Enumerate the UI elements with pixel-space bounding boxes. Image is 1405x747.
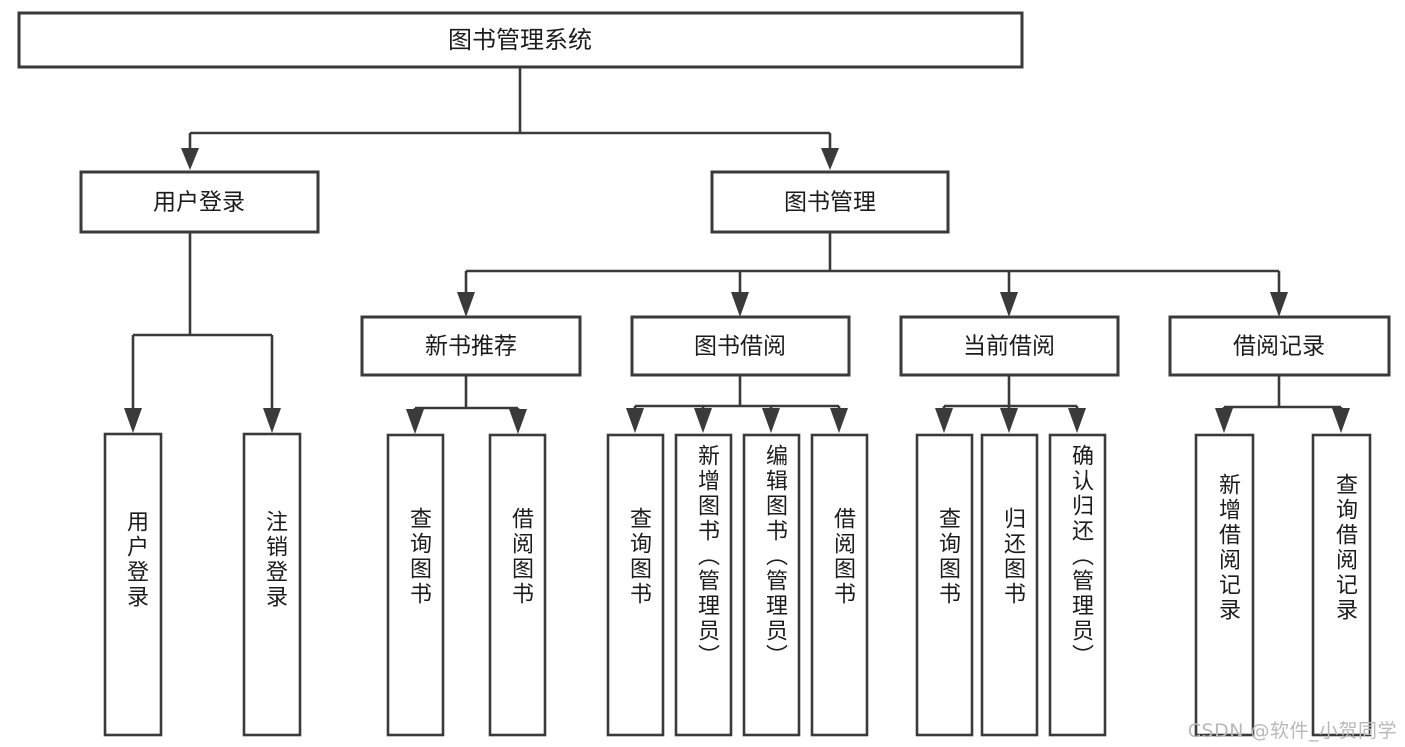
leaf-confirm-return-box[interactable] bbox=[1048, 433, 1107, 737]
node-book-manage-box[interactable] bbox=[710, 170, 950, 234]
arrowhead-leaf-confirm-return bbox=[1068, 408, 1086, 433]
arrowhead-user-login bbox=[181, 148, 199, 170]
node-new-book-recommend-label: 新书推荐 bbox=[425, 334, 517, 360]
leaf-add-book-box[interactable] bbox=[674, 433, 733, 737]
node-book-borrow-label: 图书借阅 bbox=[694, 334, 786, 360]
arrowhead-new-book-recommend bbox=[457, 292, 475, 317]
node-root-box[interactable] bbox=[17, 11, 1024, 69]
connector-layer bbox=[124, 67, 1350, 434]
node-new-book-recommend[interactable]: 新书推荐 bbox=[360, 315, 582, 377]
node-root[interactable]: 图书管理系统 bbox=[17, 11, 1024, 69]
arrowhead-leaf-edit-book bbox=[762, 408, 780, 433]
leaf-boxes bbox=[103, 432, 1372, 737]
arrowhead-leaf-query-record bbox=[1332, 408, 1350, 433]
arrowhead-book-manage bbox=[821, 148, 839, 170]
node-book-manage-label: 图书管理 bbox=[784, 190, 876, 216]
node-user-login[interactable]: 用户登录 bbox=[79, 170, 320, 234]
arrowhead-leaf-query-book-2 bbox=[626, 408, 644, 433]
leaf-query-book-1-box[interactable] bbox=[386, 433, 445, 737]
node-book-borrow-box[interactable] bbox=[630, 315, 851, 377]
node-borrow-record[interactable]: 借阅记录 bbox=[1168, 315, 1391, 377]
node-user-login-box[interactable] bbox=[79, 170, 320, 234]
arrowhead-leaf-add-record bbox=[1215, 408, 1233, 433]
leaf-logout-login-box[interactable] bbox=[242, 432, 302, 737]
node-borrow-record-label: 借阅记录 bbox=[1233, 334, 1325, 360]
arrowhead-current-borrow bbox=[1000, 292, 1018, 317]
arrowhead-leaf-return-book bbox=[1000, 408, 1018, 433]
node-current-borrow-box[interactable] bbox=[899, 315, 1120, 377]
node-root-label: 图书管理系统 bbox=[448, 26, 592, 54]
leaf-query-book-2-box[interactable] bbox=[606, 433, 665, 737]
node-book-manage[interactable]: 图书管理 bbox=[710, 170, 950, 234]
leaf-query-book-3-box[interactable] bbox=[915, 433, 974, 737]
leaf-add-record-box[interactable] bbox=[1194, 433, 1255, 737]
leaf-return-book-box[interactable] bbox=[980, 433, 1039, 737]
node-current-borrow[interactable]: 当前借阅 bbox=[899, 315, 1120, 377]
leaf-edit-book-box[interactable] bbox=[742, 433, 801, 737]
arrowhead-leaf-borrow-book-1 bbox=[509, 409, 527, 434]
node-current-borrow-label: 当前借阅 bbox=[963, 334, 1055, 360]
arrowhead-leaf-borrow-book-2 bbox=[830, 408, 848, 433]
leaf-query-record-box[interactable] bbox=[1311, 433, 1372, 737]
arrowhead-book-borrow bbox=[731, 292, 749, 317]
arrowhead-borrow-record bbox=[1270, 292, 1288, 317]
arrowhead-leaf-user-login bbox=[124, 408, 142, 433]
arrowhead-leaf-add-book bbox=[694, 408, 712, 433]
node-user-login-label: 用户登录 bbox=[153, 190, 245, 216]
watermark-text: CSDN @软件_小贺同学 bbox=[1187, 720, 1397, 742]
arrowhead-leaf-query-book-1 bbox=[406, 409, 424, 434]
leaf-user-login-box[interactable] bbox=[103, 432, 163, 737]
node-book-borrow[interactable]: 图书借阅 bbox=[630, 315, 851, 377]
node-new-book-recommend-box[interactable] bbox=[360, 315, 582, 377]
leaf-borrow-book-1-box[interactable] bbox=[488, 433, 547, 737]
node-borrow-record-box[interactable] bbox=[1168, 315, 1391, 377]
leaf-borrow-book-2-box[interactable] bbox=[810, 433, 869, 737]
arrowhead-leaf-logout-login bbox=[263, 408, 281, 433]
arrowhead-leaf-query-book-3 bbox=[935, 408, 953, 433]
